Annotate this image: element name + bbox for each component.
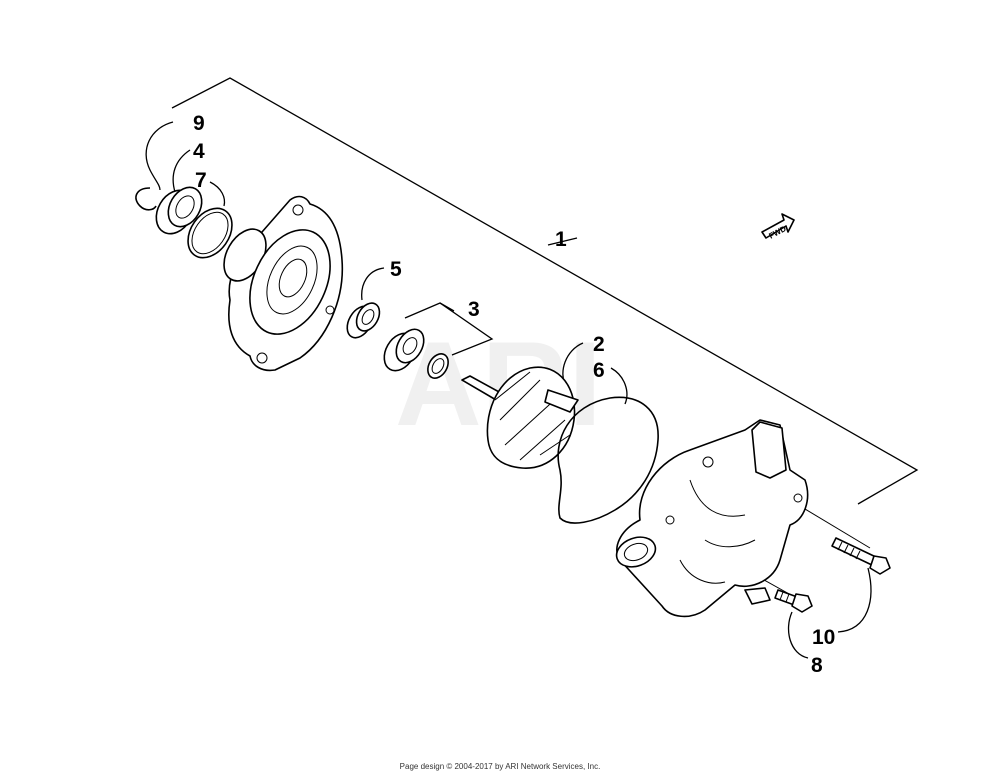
callout-1: 1 <box>555 228 567 251</box>
callout-4: 4 <box>193 140 205 163</box>
leader-7 <box>209 181 226 207</box>
bracket-3 <box>404 302 494 356</box>
callout-10: 10 <box>812 626 835 649</box>
impeller-2 <box>461 366 579 469</box>
fwd-arrow-icon: FWD <box>761 213 795 241</box>
footer-copyright: Page design © 2004-2017 by ARI Network S… <box>399 762 601 771</box>
leader-10 <box>837 567 872 633</box>
callout-3: 3 <box>468 298 480 321</box>
assembly-bracket-1 <box>171 77 919 505</box>
leader-9 <box>145 121 174 191</box>
mechanical-seal-3 <box>383 328 449 379</box>
callout-7: 7 <box>195 169 207 192</box>
leader-4 <box>172 149 191 193</box>
bearing-4 <box>155 186 203 235</box>
leader-6 <box>610 367 628 405</box>
circlip-9 <box>135 187 157 211</box>
callout-9: 9 <box>193 112 205 135</box>
leader-5 <box>361 267 385 301</box>
callout-2: 2 <box>593 333 605 356</box>
callout-5: 5 <box>390 258 402 281</box>
leader-3 <box>439 302 455 312</box>
leader-8 <box>787 611 809 659</box>
bolt-8 <box>774 589 813 613</box>
gasket-6 <box>557 396 659 524</box>
callout-8: 8 <box>811 654 823 677</box>
callout-6: 6 <box>593 359 605 382</box>
bearing-5 <box>346 302 381 339</box>
leader-1 <box>547 237 578 246</box>
pump-body <box>615 419 809 618</box>
bolt-10 <box>831 537 891 575</box>
o-ring-7 <box>187 207 233 259</box>
pump-cover <box>223 195 344 372</box>
